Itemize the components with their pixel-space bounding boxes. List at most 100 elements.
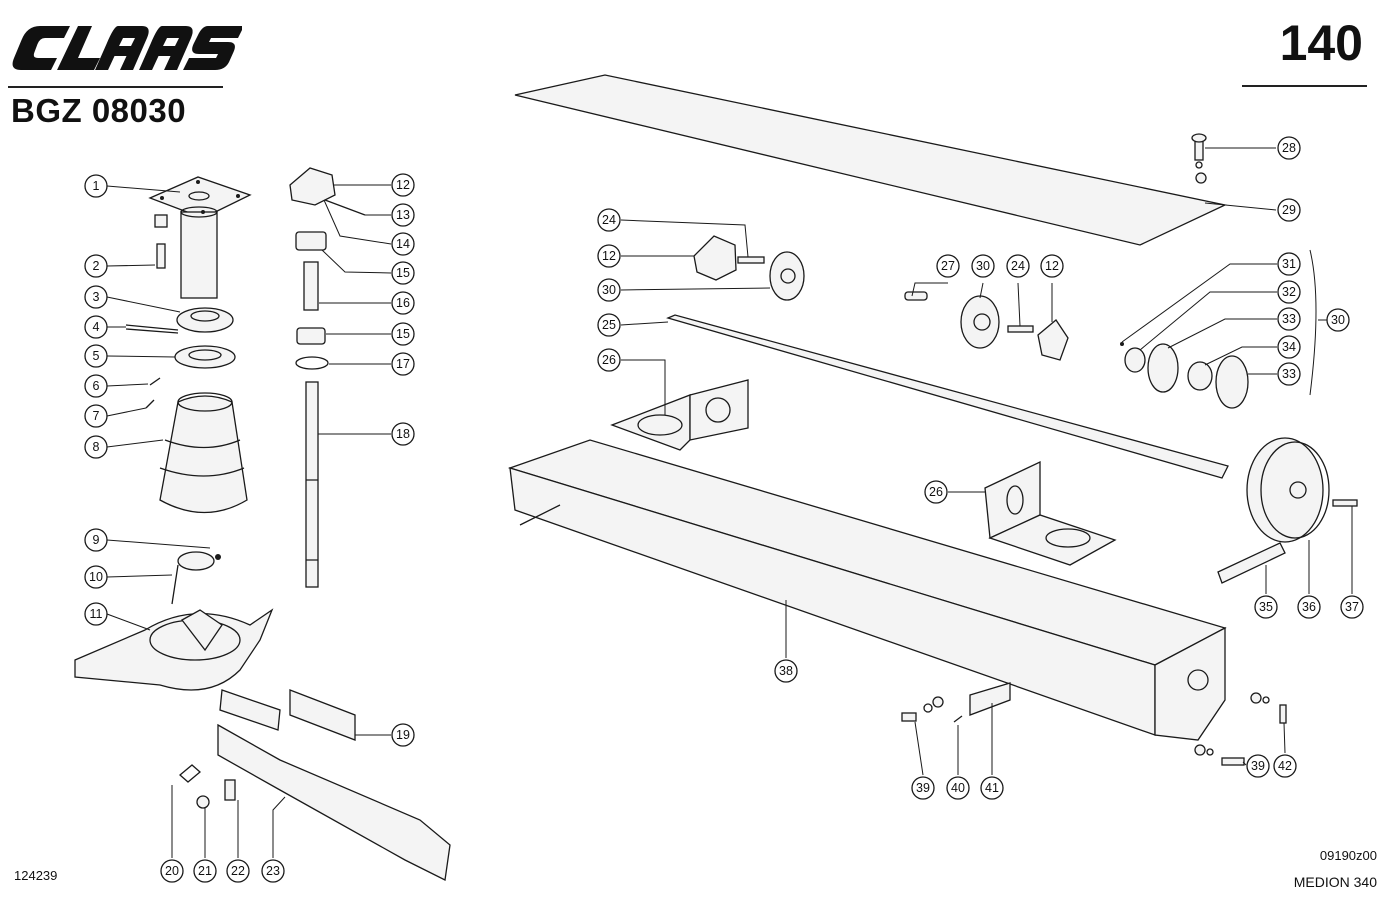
callout-42: 42 xyxy=(1273,754,1297,778)
svg-text:21: 21 xyxy=(198,864,212,878)
callout-28: 28 xyxy=(1277,136,1301,160)
callout-10: 10 xyxy=(84,565,108,589)
sprocket-assembly xyxy=(693,235,805,301)
drive-shaft xyxy=(666,314,1229,479)
leader-lines xyxy=(106,147,1353,858)
svg-text:13: 13 xyxy=(396,208,410,222)
callout-33b: 33 xyxy=(1277,362,1301,386)
svg-text:12: 12 xyxy=(396,178,410,192)
svg-text:18: 18 xyxy=(396,427,410,441)
svg-text:7: 7 xyxy=(93,409,100,423)
page-number: 140 xyxy=(1279,15,1363,71)
callout-17: 17 xyxy=(391,352,415,376)
pulley-assembly xyxy=(1217,437,1358,584)
svg-text:32: 32 xyxy=(1282,285,1296,299)
svg-text:27: 27 xyxy=(941,259,955,273)
svg-text:20: 20 xyxy=(165,864,179,878)
bearing-kit-right xyxy=(1120,342,1249,409)
callout-6: 6 xyxy=(84,374,108,398)
upper-shaft-parts xyxy=(289,167,366,588)
svg-text:24: 24 xyxy=(602,213,616,227)
svg-text:1: 1 xyxy=(93,179,100,193)
svg-text:8: 8 xyxy=(93,440,100,454)
callout-30b: 30 xyxy=(971,254,995,278)
svg-text:2: 2 xyxy=(93,259,100,273)
callout-31: 31 xyxy=(1277,252,1301,276)
callout-29: 29 xyxy=(1277,198,1301,222)
callout-23: 23 xyxy=(261,859,285,883)
callout-26: 26 xyxy=(597,348,621,372)
svg-text:39: 39 xyxy=(1251,759,1265,773)
callout-24b: 24 xyxy=(1006,254,1030,278)
svg-text:10: 10 xyxy=(89,570,103,584)
svg-text:30: 30 xyxy=(976,259,990,273)
callout-33: 33 xyxy=(1277,307,1301,331)
drawing-id: 09190z00 xyxy=(1319,848,1377,863)
svg-text:12: 12 xyxy=(602,249,616,263)
callout-39: 39 xyxy=(911,776,935,800)
callout-12c: 12 xyxy=(1040,254,1064,278)
callout-20: 20 xyxy=(160,859,184,883)
svg-text:36: 36 xyxy=(1302,600,1316,614)
callout-13: 13 xyxy=(391,203,415,227)
svg-text:35: 35 xyxy=(1259,600,1273,614)
gearbox-flange-part xyxy=(148,176,252,299)
svg-text:15: 15 xyxy=(396,327,410,341)
callout-5: 5 xyxy=(84,344,108,368)
svg-text:28: 28 xyxy=(1282,141,1296,155)
callout-37: 37 xyxy=(1340,595,1364,619)
small-parts-left xyxy=(125,214,248,514)
svg-text:5: 5 xyxy=(93,349,100,363)
svg-text:33: 33 xyxy=(1282,312,1296,326)
callout-27: 27 xyxy=(936,254,960,278)
callout-11: 11 xyxy=(84,602,108,626)
svg-text:26: 26 xyxy=(602,353,616,367)
callout-40: 40 xyxy=(946,776,970,800)
model-name: MEDION 340 xyxy=(1293,874,1377,890)
svg-text:41: 41 xyxy=(985,781,999,795)
claas-logo xyxy=(12,26,242,70)
header-rule-left xyxy=(8,86,223,88)
callout-39b: 39 xyxy=(1246,754,1270,778)
svg-text:24: 24 xyxy=(1011,259,1025,273)
svg-text:15: 15 xyxy=(396,266,410,280)
knife-holder-parts xyxy=(74,551,451,881)
svg-text:22: 22 xyxy=(231,864,245,878)
bearing-assembly-center xyxy=(904,291,1069,361)
callout-35: 35 xyxy=(1254,595,1278,619)
callout-9: 9 xyxy=(84,528,108,552)
svg-text:19: 19 xyxy=(396,728,410,742)
svg-text:30: 30 xyxy=(1331,313,1345,327)
header-rule-right xyxy=(1242,85,1367,87)
callout-21: 21 xyxy=(193,859,217,883)
callout-41: 41 xyxy=(980,776,1004,800)
doc-code: BGZ 08030 xyxy=(11,92,187,129)
callout-18: 18 xyxy=(391,422,415,446)
callout-19: 19 xyxy=(391,723,415,747)
svg-text:9: 9 xyxy=(93,533,100,547)
callout-26b: 26 xyxy=(924,480,948,504)
callout-36: 36 xyxy=(1297,595,1321,619)
svg-text:12: 12 xyxy=(1045,259,1059,273)
callout-25: 25 xyxy=(597,313,621,337)
svg-text:29: 29 xyxy=(1282,203,1296,217)
svg-text:34: 34 xyxy=(1282,340,1296,354)
svg-text:16: 16 xyxy=(396,296,410,310)
clamp-parts-bottom xyxy=(901,682,1287,766)
callout-12b: 12 xyxy=(597,244,621,268)
callout-24: 24 xyxy=(597,208,621,232)
svg-text:31: 31 xyxy=(1282,257,1296,271)
callout-38: 38 xyxy=(774,659,798,683)
main-frame-beam xyxy=(507,439,1227,741)
svg-text:40: 40 xyxy=(951,781,965,795)
svg-text:25: 25 xyxy=(602,318,616,332)
callout-2: 2 xyxy=(84,254,108,278)
callout-3: 3 xyxy=(84,285,108,309)
hinge-parts-right xyxy=(1191,133,1207,184)
callout-22: 22 xyxy=(226,859,250,883)
svg-text:26: 26 xyxy=(929,485,943,499)
svg-text:37: 37 xyxy=(1345,600,1359,614)
svg-text:17: 17 xyxy=(396,357,410,371)
callout-30c: 30 xyxy=(1326,308,1350,332)
